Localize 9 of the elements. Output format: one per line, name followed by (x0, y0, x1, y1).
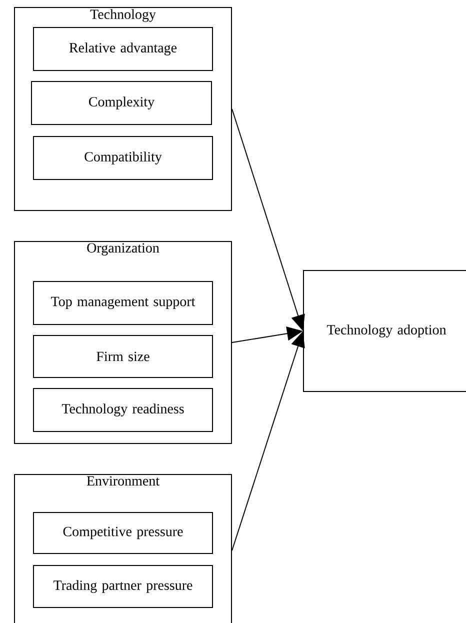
factor-box: Firm size (33, 335, 213, 378)
factor-box: Trading partner pressure (33, 565, 213, 608)
outcome-box: Technology adoption (303, 270, 466, 392)
factor-box: Complexity (31, 81, 212, 125)
factor-box: Relative advantage (33, 27, 213, 71)
factor-box: Compatibility (33, 136, 213, 180)
factor-box: Top management support (33, 281, 213, 325)
factor-box: Technology readiness (33, 388, 213, 432)
factor-box: Competitive pressure (33, 512, 213, 554)
